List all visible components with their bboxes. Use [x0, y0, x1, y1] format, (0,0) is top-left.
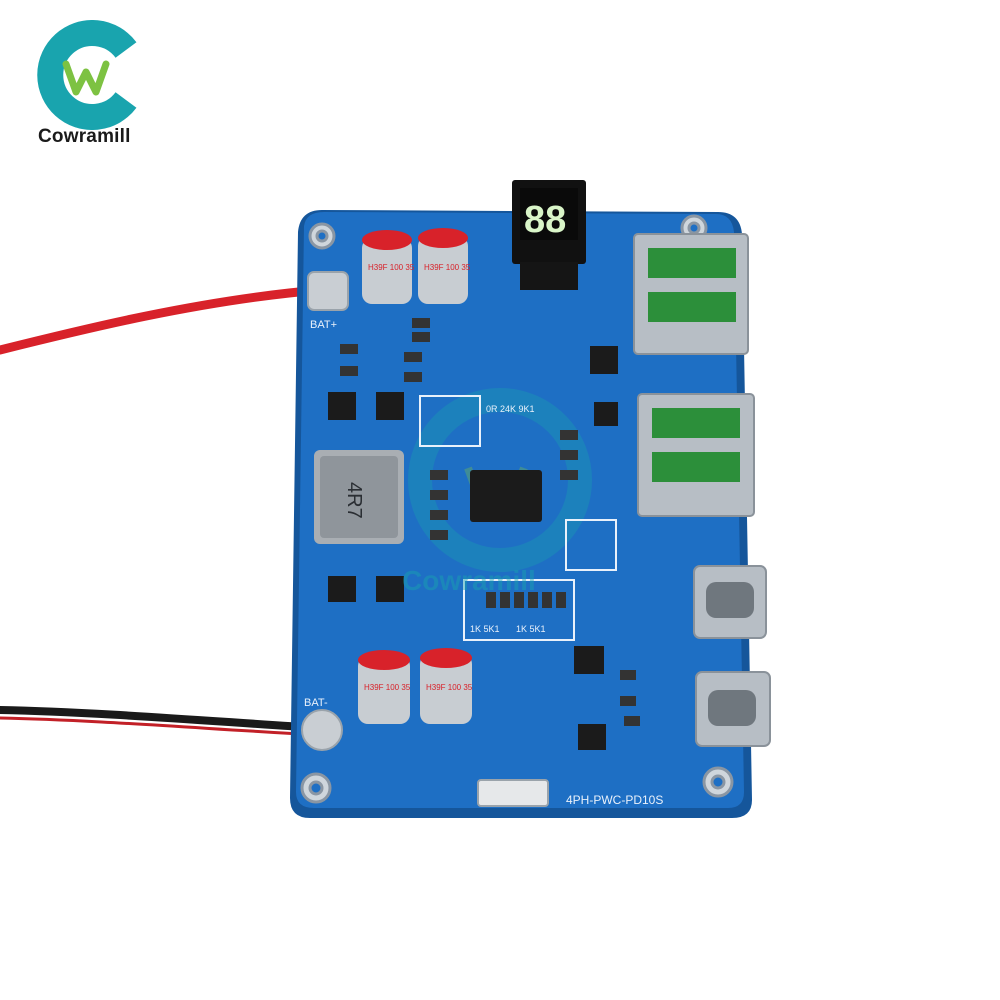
red-wire	[0, 285, 325, 355]
res-block-a-label: 0R 24K 9K1	[486, 404, 535, 414]
passive-components	[340, 318, 640, 726]
main-ic	[470, 470, 542, 522]
cap-top-left-label: H39F 100 35	[368, 263, 415, 272]
black-wire	[0, 706, 324, 732]
display-digits: 88	[524, 199, 566, 241]
capacitor-top-left	[362, 230, 412, 304]
res-block-b-label: 1K 5K1	[470, 624, 500, 634]
model-label: 4PH-PWC-PD10S	[566, 793, 663, 807]
usb-a-port-1	[633, 233, 749, 355]
seven-segment-display	[512, 180, 586, 290]
cap-top-right-label: H39F 100 35	[424, 263, 471, 272]
usb-c-port-2	[695, 671, 771, 747]
cap-bottom-right-label: H39F 100 35	[426, 683, 473, 692]
usb-a-port-2	[637, 393, 755, 517]
slide-switch	[477, 779, 549, 807]
bat-minus-pad	[301, 709, 343, 751]
inductor-label: 4R7	[343, 482, 365, 519]
usb-c-port-1	[693, 565, 767, 639]
capacitor-top-right	[418, 228, 468, 304]
bat-minus-label: BAT-	[304, 697, 328, 709]
silkscreen-outlines	[419, 395, 617, 641]
watermark-label: Cowramill	[402, 565, 536, 596]
capacitor-bottom-right	[420, 648, 472, 724]
capacitor-bottom-left	[358, 650, 410, 724]
cowramill-logo-icon	[37, 20, 137, 130]
brand-name: Cowramill	[38, 126, 131, 147]
small-ics	[328, 346, 618, 750]
res-block-c-label: 1K 5K1	[516, 624, 546, 634]
cap-bottom-left-label: H39F 100 35	[364, 683, 411, 692]
bat-plus-pad	[307, 271, 349, 311]
brand-logo	[30, 20, 150, 160]
bat-plus-label: BAT+	[310, 319, 337, 331]
inductor	[314, 450, 404, 544]
